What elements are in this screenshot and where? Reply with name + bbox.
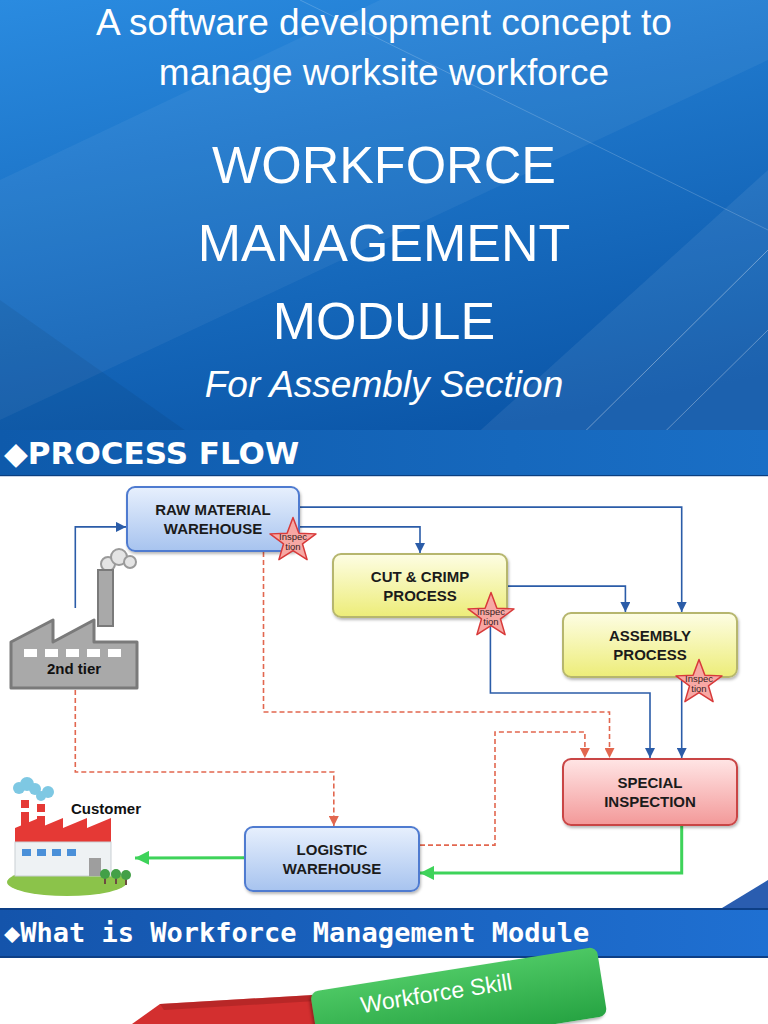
inspection-star: Inspec tion [674,658,724,706]
section-band: ◆PROCESS FLOW [0,430,768,476]
customer-factory: Customer [5,778,135,900]
node-label: RAW MATERIAL WAREHOUSE [142,500,284,538]
node-label: Customer [71,800,141,817]
node-label: ◆What is Workforce Management Module [0,910,768,956]
node-label: SPECIAL INSPECTION [578,773,722,811]
process-box: ASSEMBLY PROCESS [562,612,738,678]
flow-connector [420,732,585,845]
section-band: ◆What is Workforce Management Module [0,908,768,958]
node-label: Inspec tion [683,674,715,694]
node-label: ASSEMBLY PROCESS [578,626,722,664]
node-label: Inspec tion [475,607,507,627]
node-label: ◆PROCESS FLOW [0,430,768,476]
diagram-fill [0,476,768,908]
customer-factory-shape [5,778,135,900]
supplier-factory-shape [8,608,140,690]
skill-banner: Workforce Skill [310,947,607,1024]
node-label: 2nd tier [8,660,140,677]
banner-text: A software development concept to manage… [40,0,728,98]
flow-connector [264,552,610,758]
inspection-star: Inspec tion [268,516,318,564]
flow-connector [135,856,244,859]
main-title: WORKFORCE MANAGEMENT MODULE [144,126,624,360]
process-box: LOGISTIC WAREHOUSE [244,826,420,892]
diagram-edge-line [0,476,768,477]
flow-connector [300,527,420,553]
supplier-factory: 2nd tier [8,608,140,690]
red-banner-shade [160,994,332,1010]
flow-connector [681,678,683,758]
node-label: CUT & CRIMP PROCESS [348,567,492,605]
node-label: LOGISTIC WAREHOUSE [260,840,404,878]
corner-triangle [722,880,768,908]
process-box: SPECIAL INSPECTION [562,758,738,826]
flow-connector [420,826,682,873]
node-label: Inspec tion [277,532,309,552]
flow-connector [508,586,625,612]
node-label: Workforce Skill [310,947,602,1024]
inspection-star: Inspec tion [466,591,516,639]
process-box: RAW MATERIAL WAREHOUSE [126,486,300,552]
banner-text: For Assembly Section [84,360,684,410]
